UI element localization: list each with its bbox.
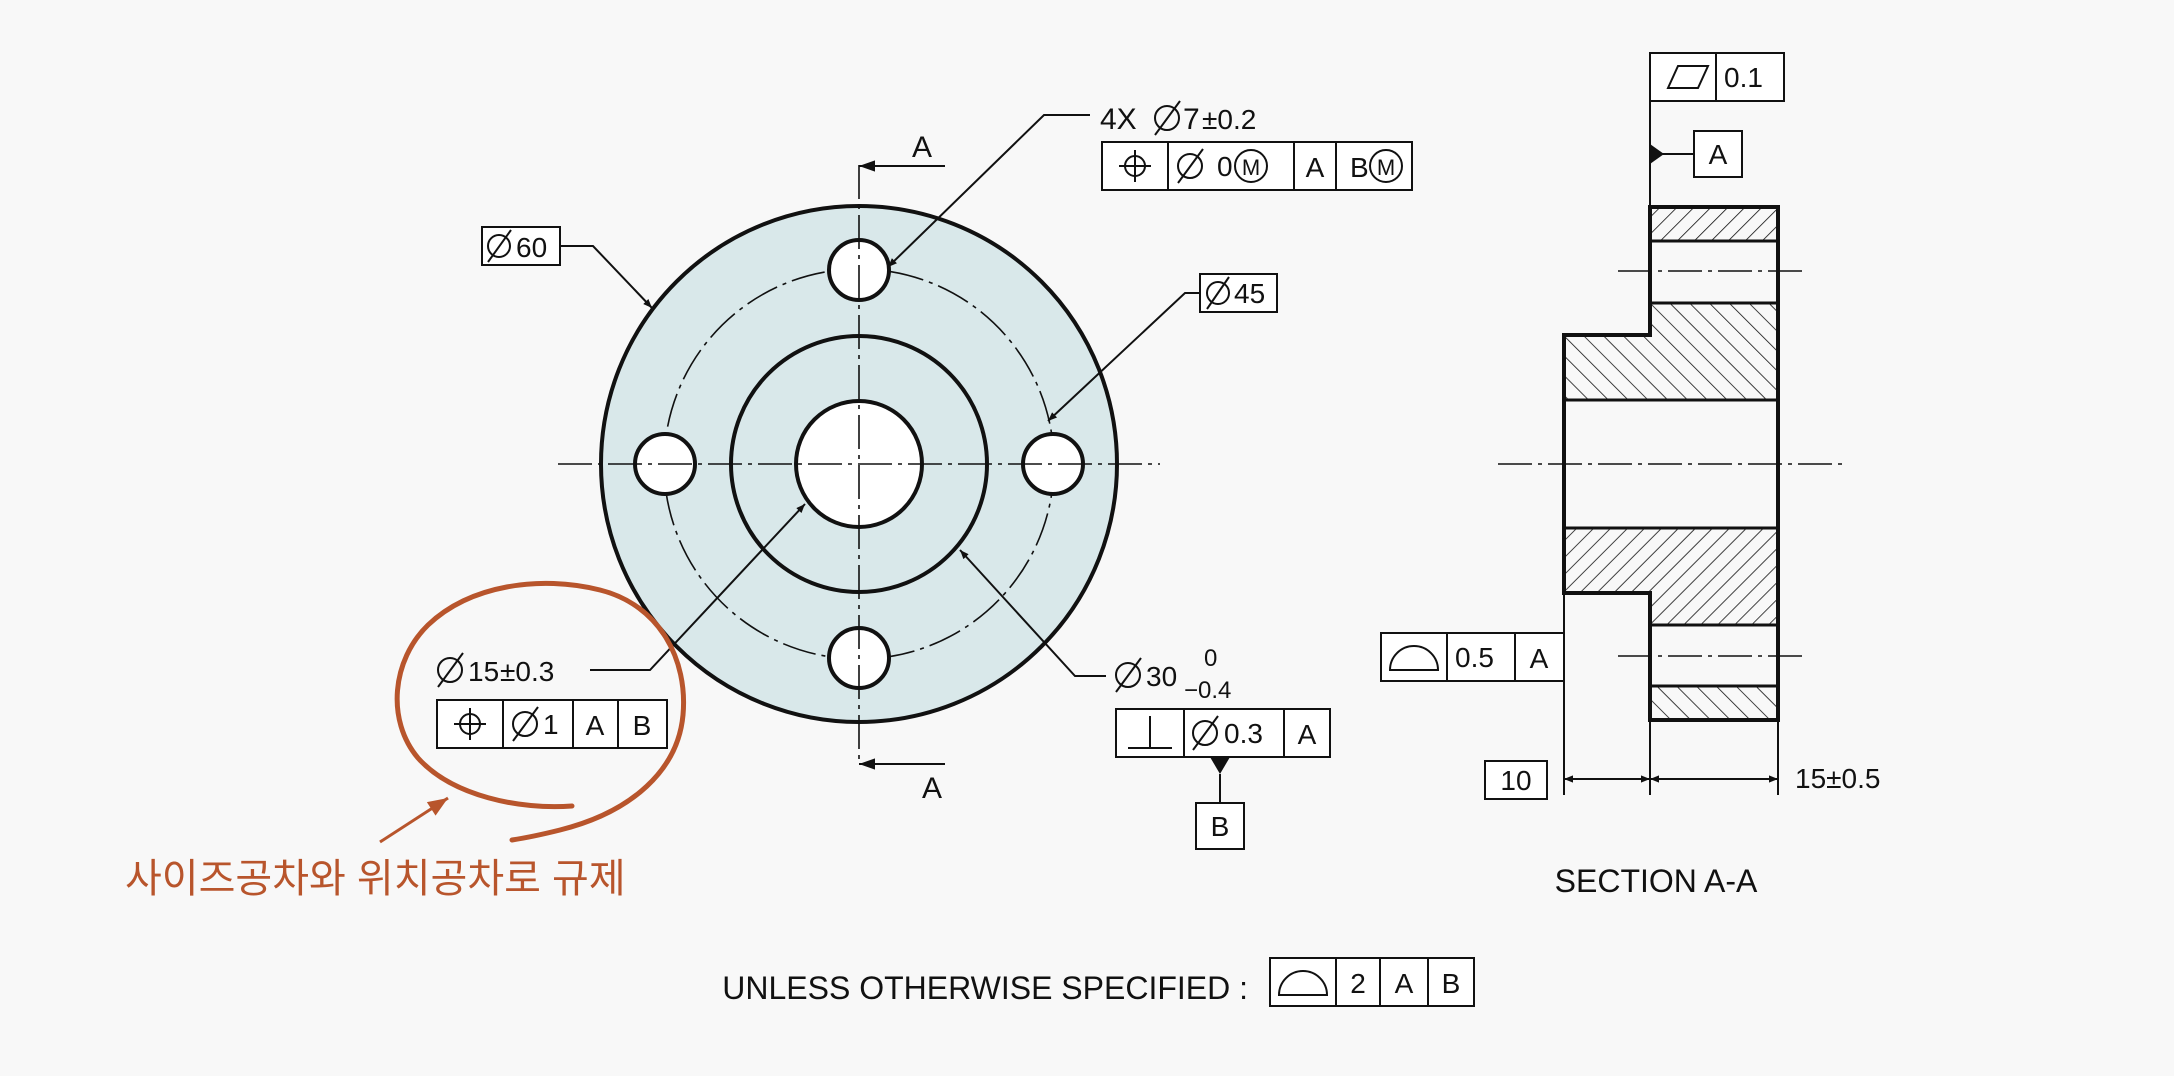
hatch-lower-hub: [1564, 528, 1778, 625]
boss-upper-tolerance: 0: [1204, 645, 1217, 672]
hole-position-fcf: 0 M A B M: [1101, 141, 1413, 191]
bore-callout: 15 ±0.3 1 A B: [436, 503, 806, 749]
annotation-arrow: [379, 796, 449, 844]
general-datum-1: A: [1395, 968, 1414, 999]
flange-dimension: 10: [1484, 760, 1548, 800]
diameter-icon: [1154, 100, 1181, 136]
hole-diameter: 7: [1183, 103, 1200, 136]
boss-callout: 30 0 −0.4 0.3 A: [959, 549, 1331, 850]
general-profile-tolerance: 2: [1350, 968, 1366, 999]
bore-datum-2: B: [633, 710, 652, 741]
flatness-fcf: 0.1: [1649, 52, 1785, 207]
position-icon: [454, 708, 486, 740]
outer-diameter-value: 60: [516, 232, 547, 263]
boss-leader: [959, 549, 1106, 677]
bolt-circle-diameter-callout: 45: [1047, 273, 1278, 422]
hole-datum-2: B: [1350, 152, 1369, 183]
mmc-modifier-icon: M: [1234, 149, 1268, 183]
hole-tolerance: ±0.2: [1202, 104, 1256, 135]
section-letter-bottom: A: [922, 772, 942, 805]
svg-text:M: M: [1377, 155, 1395, 180]
general-note-text: UNLESS OTHERWISE SPECIFIED :: [722, 970, 1248, 1006]
boss-perpendicularity-fcf: 0.3 A: [1115, 708, 1331, 758]
hatch-top-flange: [1650, 207, 1778, 241]
section-letter-top: A: [912, 131, 932, 164]
bore-position-fcf: 1 A B: [436, 699, 668, 749]
perpendicularity-icon: [1128, 716, 1172, 749]
hole-count: 4X: [1100, 103, 1137, 136]
outer-diameter-callout: 60: [481, 226, 653, 309]
diameter-icon: [437, 652, 464, 688]
svg-text:M: M: [1242, 155, 1260, 180]
bolt-circle-leader: [1047, 292, 1200, 422]
front-view: A A 60 45 4X: [436, 100, 1413, 850]
flange-dimension-value: 10: [1500, 765, 1531, 796]
hole-datum-1: A: [1306, 152, 1325, 183]
handwritten-annotation: 사이즈공차와 위치공차로 규제: [125, 580, 687, 901]
bore-datum-1: A: [586, 710, 605, 741]
section-view: 0.1 A 0.5 A 10 15±0.5: [1380, 52, 1880, 899]
datum-label-a: A: [1709, 139, 1728, 170]
mmc-modifier-icon: M: [1369, 149, 1403, 183]
flatness-tolerance: 0.1: [1724, 62, 1763, 93]
profile-fcf: 0.5 A: [1380, 632, 1565, 682]
general-note: UNLESS OTHERWISE SPECIFIED : 2 A B: [722, 957, 1475, 1007]
diameter-icon: [487, 229, 512, 263]
diameter-icon: [1115, 657, 1142, 693]
hatch-bottom-flange: [1650, 686, 1778, 720]
profile-surface-icon: [1388, 645, 1440, 671]
diameter-icon: [1177, 148, 1204, 184]
flatness-icon: [1666, 65, 1710, 89]
bore-tolerance: ±0.3: [500, 656, 554, 687]
bore-diameter: 15: [468, 656, 499, 687]
hole-callout: 4X 7 ±0.2: [887, 100, 1413, 268]
section-title: SECTION A-A: [1555, 863, 1758, 899]
boss-datum: A: [1298, 719, 1317, 750]
datum-label-b: B: [1211, 811, 1230, 842]
section-outline: [1562, 205, 1780, 722]
datum-feature-a: A: [1650, 130, 1743, 178]
diameter-icon: [1206, 276, 1230, 310]
diameter-icon: [512, 706, 539, 742]
profile-surface-icon: [1277, 970, 1329, 996]
bore-position-tolerance: 1: [543, 709, 559, 740]
boss-diameter: 30: [1146, 661, 1177, 692]
annotation-circle: [394, 580, 687, 843]
diameter-icon: [1192, 715, 1219, 751]
boss-perpendicularity-tolerance: 0.3: [1224, 718, 1263, 749]
outer-diameter-leader: [560, 245, 653, 309]
position-icon: [1119, 150, 1151, 182]
total-dimension-value: 15±0.5: [1795, 763, 1880, 794]
annotation-text: 사이즈공차와 위치공차로 규제: [125, 857, 626, 901]
bore-leader: [590, 503, 806, 671]
hole-leader: [887, 114, 1090, 268]
general-datum-2: B: [1442, 968, 1461, 999]
profile-tolerance: 0.5: [1455, 642, 1494, 673]
bolt-circle-diameter-value: 45: [1234, 278, 1265, 309]
general-profile-fcf: 2 A B: [1269, 957, 1475, 1007]
hatch-upper-hub: [1564, 303, 1778, 400]
hole-position-tolerance: 0: [1217, 151, 1233, 182]
datum-feature-b: B: [1195, 757, 1245, 850]
profile-datum: A: [1530, 643, 1549, 674]
boss-lower-tolerance: −0.4: [1184, 677, 1231, 704]
